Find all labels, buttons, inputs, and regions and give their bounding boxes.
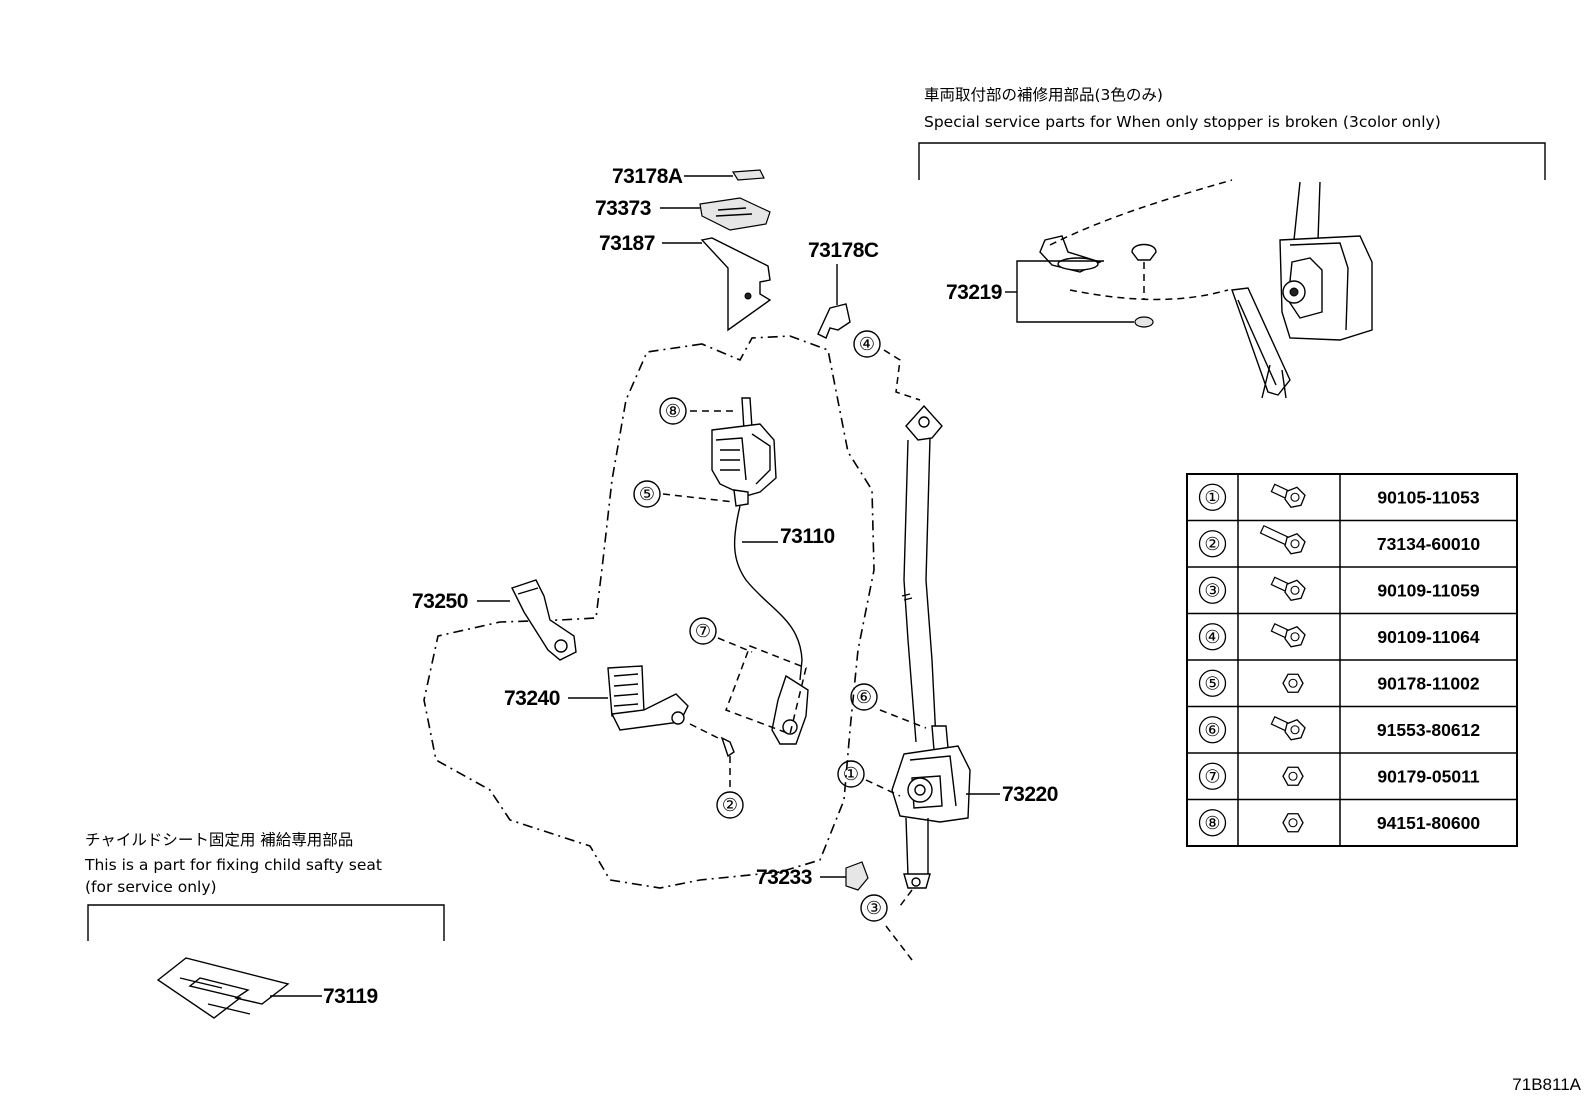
fastener-row: ③ 90109-11059 [1198,576,1480,604]
callout-2: ② [716,791,744,819]
stopper-detail-illustration [1039,179,1373,399]
fastener-key: ⑦ [1204,766,1220,787]
fastener-part-number: 90109-11064 [1377,627,1479,647]
fastener-part-number: 94151-80600 [1377,813,1480,833]
fastener-row: ⑥ 91553-80612 [1198,716,1480,744]
service-note-en: Special service parts for When only stop… [924,113,1441,131]
label-73178A: 73178A [612,165,683,188]
bolt-2 [720,736,735,758]
label-73233: 73233 [756,866,812,889]
callout-3: ③ [860,894,888,922]
callout-8: ⑧ [659,397,687,425]
label-73220: 73220 [1002,783,1058,806]
fastener-key: ⑤ [1204,673,1220,694]
diagram-id: 71B811A [1512,1075,1581,1094]
fastener-table: ① 90105-11053 ② 73134-60010 ③ 90109-11059 ④ 901… [1186,473,1518,847]
fastener-part-number: 73134-60010 [1377,534,1480,554]
child-note-en1: This is a part for fixing child safty se… [84,856,382,874]
label-73240: 73240 [504,687,560,710]
service-note-jp: 車両取付部の補修用部品(3色のみ) [924,86,1163,104]
callout-5: ⑤ [633,480,661,508]
label-73187: 73187 [599,232,655,255]
part-73119 [156,957,290,1019]
label-73178C: 73178C [808,239,879,262]
fastener-key: ④ [1204,627,1220,648]
fastener-part-number: 90179-05011 [1377,766,1479,786]
part-73233 [845,861,869,891]
svg-text:⑧: ⑧ [665,401,681,422]
fastener-row: ⑧ 94151-80600 [1198,809,1480,837]
fastener-key: ① [1204,487,1220,508]
fastener-row: ① 90105-11053 [1198,483,1480,511]
bolt-icon [1259,524,1306,555]
part-73220 [891,404,971,889]
child-bracket [87,904,445,941]
svg-text:①: ① [843,764,859,785]
fastener-key: ③ [1204,580,1220,601]
seat-outline [423,335,875,889]
part-73178A [731,169,765,181]
fastener-row: ④ 90109-11064 [1198,623,1480,651]
label-73110: 73110 [780,525,835,548]
child-note-jp: チャイルドシート固定用 補給専用部品 [85,831,353,849]
bolt-icon [1270,716,1306,741]
part-73373 [699,197,771,231]
fastener-row: ② 73134-60010 [1198,524,1480,558]
fastener-part-number: 90178-11002 [1377,673,1479,693]
bolt-icon [1270,483,1306,508]
nut-icon [1282,813,1304,833]
svg-text:④: ④ [859,334,875,355]
nut-icon [1282,673,1304,693]
callout-6: ⑥ [850,683,878,711]
part-73178C [817,303,851,339]
callout-7: ⑦ [689,617,717,645]
svg-text:⑥: ⑥ [856,687,872,708]
callout-4: ④ [853,330,881,358]
bolt-icon [1270,623,1306,648]
nut-icon [1282,766,1304,786]
svg-text:⑦: ⑦ [695,621,711,642]
part-73110 [711,397,809,745]
label-73219: 73219 [946,281,1002,304]
label-73250: 73250 [412,590,468,613]
fastener-row: ⑤ 90178-11002 [1198,669,1480,697]
svg-text:⑤: ⑤ [639,484,655,505]
fastener-part-number: 90109-11059 [1377,580,1479,600]
part-73240 [607,665,689,731]
svg-text:③: ③ [866,898,882,919]
child-note-en2: (for service only) [85,878,217,896]
fastener-key: ⑥ [1204,720,1220,741]
fastener-part-number: 91553-80612 [1377,720,1480,740]
fastener-row: ⑦ 90179-05011 [1198,762,1480,790]
fastener-key: ⑧ [1204,813,1220,834]
bolt-icon [1270,576,1306,601]
fastener-part-number: 90105-11053 [1377,487,1479,507]
fastener-key: ② [1204,534,1220,555]
part-73187 [700,237,772,332]
label-73373: 73373 [595,197,651,220]
label-73119: 73119 [323,985,378,1008]
callout-1: ① [837,760,865,788]
svg-text:②: ② [722,795,738,816]
service-bracket [918,142,1546,180]
